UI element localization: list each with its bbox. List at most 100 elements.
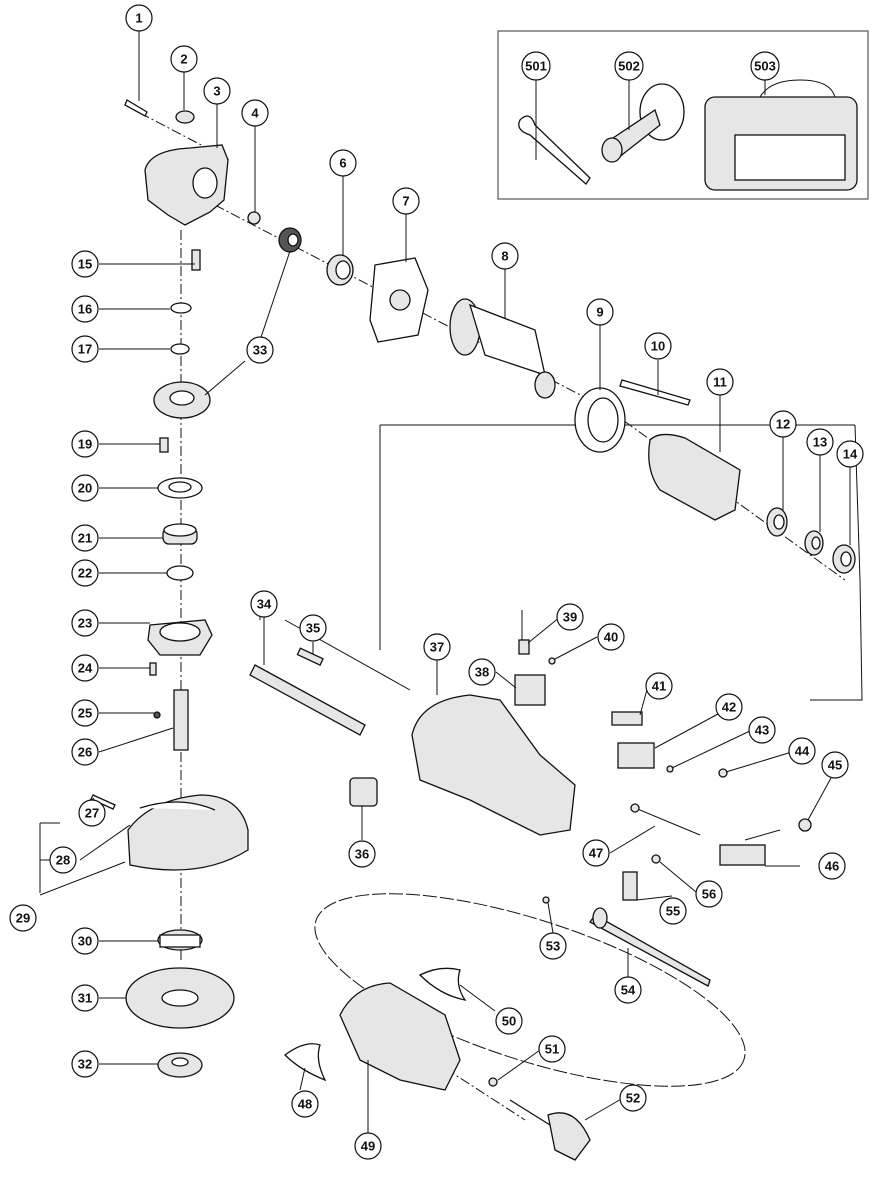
callout-circle [241, 99, 269, 127]
part-switch-42 [617, 742, 655, 769]
callout-circle [71, 295, 99, 323]
callout-circle [788, 737, 816, 765]
part-packing-gland-23 [147, 619, 213, 656]
part-switch-knob-36 [349, 777, 378, 807]
callout-number: 47 [589, 846, 603, 861]
part-carrying-case-503 [704, 79, 858, 191]
part-grinding-wheel-31 [125, 967, 235, 1029]
callout-number: 38 [475, 665, 489, 680]
part-brush-holder-38 [514, 674, 546, 706]
callout-31: 31 [71, 984, 99, 1012]
callout-number: 17 [78, 342, 92, 357]
callout-circle [299, 614, 327, 642]
part-plug-2 [175, 110, 195, 124]
callout-6: 6 [329, 149, 357, 177]
callout-40: 40 [597, 623, 625, 651]
part-lock-pin-15 [191, 249, 201, 271]
callout-27: 27 [78, 799, 106, 827]
accessory-frame [497, 30, 869, 200]
part-screw-43 [666, 765, 674, 773]
callout-23: 23 [71, 609, 99, 637]
part-name-plate-50 [418, 967, 467, 1001]
callout-13: 13 [806, 428, 834, 456]
callout-10: 10 [644, 332, 672, 360]
callout-56: 56 [695, 880, 723, 908]
callout-number: 44 [795, 744, 810, 759]
part-cord-clip-55 [622, 871, 638, 901]
callout-number: 20 [78, 481, 92, 496]
callout-30: 30 [71, 927, 99, 955]
part-wheel-guard-29 [127, 794, 249, 871]
callout-number: 16 [78, 302, 92, 317]
callout-circle [645, 672, 673, 700]
callout-circle [614, 51, 644, 81]
callout-number: 10 [651, 339, 665, 354]
part-connector-41 [611, 711, 643, 726]
callout-35: 35 [299, 614, 327, 642]
part-switch-bar-34 [249, 664, 366, 736]
part-bearing-cover-7 [369, 257, 429, 343]
callout-number: 33 [253, 343, 267, 358]
callout-46: 46 [818, 852, 846, 880]
callout-number: 46 [825, 859, 839, 874]
callout-number: 48 [298, 1097, 312, 1112]
callout-number: 501 [525, 59, 547, 74]
callout-number: 26 [78, 745, 92, 760]
callout-circle [250, 590, 278, 618]
callout-circle [821, 751, 849, 779]
part-seal-22 [166, 565, 194, 581]
callout-number: 23 [78, 616, 92, 631]
callout-53: 53 [539, 932, 567, 960]
part-terminal-53 [542, 896, 550, 904]
part-wheel-nut-32 [157, 1052, 203, 1078]
part-screw-56 [651, 854, 661, 864]
part-screw-51 [488, 1077, 498, 1087]
callout-36: 36 [348, 840, 376, 868]
callout-502: 502 [614, 51, 644, 81]
callout-52: 52 [619, 1084, 647, 1112]
callout-circle [9, 904, 37, 932]
callout-3: 3 [203, 77, 231, 105]
callout-20: 20 [71, 474, 99, 502]
callout-28: 28 [49, 846, 77, 874]
callout-number: 29 [16, 911, 30, 926]
part-armature-8 [449, 298, 556, 399]
callout-circle [71, 250, 99, 278]
part-terminal-45 [798, 818, 812, 832]
callout-503: 503 [750, 51, 780, 81]
callout-circle [78, 799, 106, 827]
callout-29: 29 [9, 904, 37, 932]
callout-2: 2 [170, 45, 198, 73]
callout-number: 15 [78, 257, 92, 272]
callout-circle [491, 242, 519, 270]
callout-number: 39 [563, 610, 577, 625]
callout-number: 21 [78, 531, 92, 546]
part-pinion-33 [278, 227, 302, 253]
callout-number: 53 [546, 939, 560, 954]
callout-number: 52 [626, 1091, 640, 1106]
callout-number: 27 [85, 806, 99, 821]
callout-42: 42 [715, 693, 743, 721]
callout-circle [71, 738, 99, 766]
callout-circle [521, 51, 551, 81]
callout-number: 45 [828, 758, 842, 773]
part-screw-27 [90, 794, 116, 810]
part-side-handle-502 [601, 83, 685, 163]
callout-circle [619, 1084, 647, 1112]
callout-circle [659, 897, 687, 925]
callout-circle [71, 335, 99, 363]
callout-circle [348, 840, 376, 868]
callout-circle [170, 45, 198, 73]
part-wrench-501 [518, 115, 591, 185]
callout-39: 39 [556, 603, 584, 631]
part-tail-cover-49 [339, 982, 461, 1091]
callout-circle [586, 298, 614, 326]
part-name-plate-48 [284, 1043, 327, 1082]
callout-24: 24 [71, 654, 99, 682]
part-power-plug-52 [509, 1099, 591, 1161]
callout-number: 3 [213, 84, 220, 99]
part-carbon-brush-39 [518, 610, 530, 655]
assembly-axis-lines [139, 112, 846, 1121]
callout-circle [597, 623, 625, 651]
callout-circle [71, 1050, 99, 1078]
